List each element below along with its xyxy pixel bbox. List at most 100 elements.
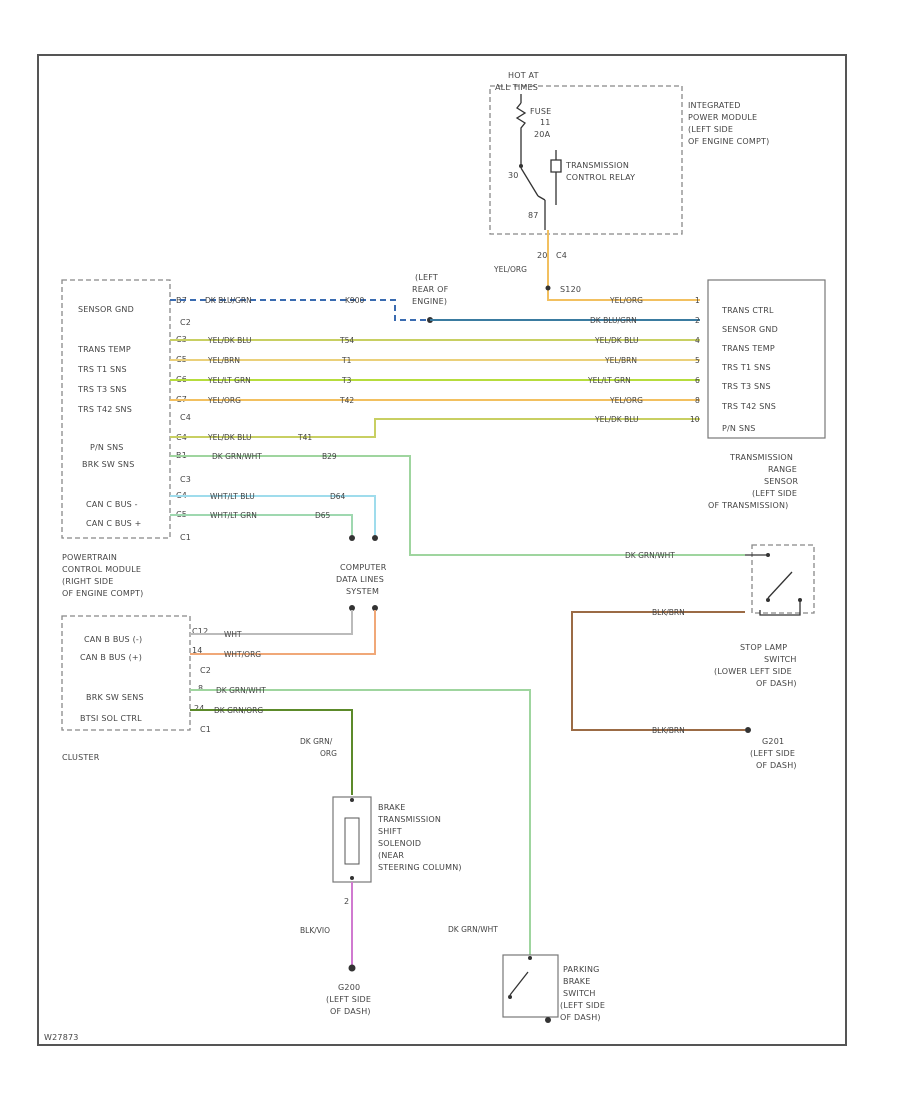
btsi-box [332, 796, 372, 883]
cluster-pin-24: 24 [194, 704, 205, 713]
fuse-amps: 20A [534, 130, 551, 139]
trs-name-2: RANGE [768, 465, 797, 474]
ipm-name-2: POWER MODULE [688, 113, 757, 122]
fuse-label: FUSE [530, 107, 551, 116]
wire-label-d65: D65 [315, 511, 331, 520]
wire-label-wht: WHT [224, 630, 242, 639]
stoplamp-name-3: (LOWER LEFT SIDE [714, 667, 792, 676]
trs-pin-2: 2 [695, 316, 700, 325]
wire-brk-sw-sens-cluster [190, 689, 531, 955]
wire-stoplamp-gnd [571, 611, 745, 731]
btsi-coil [344, 817, 360, 865]
trs-pin-4: 4 [695, 336, 700, 345]
pcm-label-trs-t1: TRS T1 SNS [77, 365, 127, 374]
parking-name-5: OF DASH) [560, 1013, 601, 1022]
engine-ground-3: ENGINE) [412, 297, 447, 306]
cluster-pin-8: 8 [198, 684, 203, 693]
wire-btsi-ctrl [190, 709, 353, 795]
trs-wire-6: YEL/ORG [609, 396, 643, 405]
cluster-label-can-b-plus: CAN B BUS (+) [80, 653, 142, 662]
trs-pin-10: 10 [690, 415, 700, 424]
relay-pin-30: 30 [508, 171, 519, 180]
pcm-label-can-c-plus: CAN C BUS + [86, 519, 142, 528]
wire-label-wht-org: WHT/ORG [224, 650, 261, 659]
g201-ground-point [745, 727, 751, 733]
btsi-wire-label-2: ORG [320, 749, 337, 758]
cluster-name: CLUSTER [62, 753, 100, 762]
hot-at-label: HOT AT [508, 71, 539, 80]
pcm-name-3: (RIGHT SIDE [62, 577, 114, 586]
pcm-conn-c1: C1 [180, 533, 191, 542]
all-times-label: ALL TIMES [495, 83, 538, 92]
btsi-name-1: BRAKE [378, 803, 406, 812]
cluster-label-btsi: BTSI SOL CTRL [80, 714, 142, 723]
wire-label-b29: B29 [322, 452, 337, 461]
trs-pin-5: 5 [695, 356, 700, 365]
wire-label-t41-color: YEL/DK BLU [207, 433, 252, 442]
pcm-label-brk-sw-sns: BRK SW SNS [82, 460, 135, 469]
wire-label-b29-color: DK GRN/WHT [212, 452, 262, 461]
wire-brk-sw-sns [170, 455, 745, 556]
engine-ground-1: (LEFT [415, 273, 438, 282]
trs-wire-1: YEL/ORG [609, 296, 643, 305]
parking-name-2: BRAKE [563, 977, 591, 986]
wire-can-c-minus [170, 495, 376, 535]
btsi-pin-2: 2 [344, 897, 349, 906]
parking-wire-label: DK GRN/WHT [448, 925, 498, 934]
wire-label-t54-color: YEL/DK BLU [207, 336, 252, 345]
wire-label-dk-grn-org: DK GRN/ORG [214, 706, 263, 715]
cluster-conn-c2: C2 [200, 666, 211, 675]
fuse-symbol [515, 102, 527, 150]
ipm-dashed-box [489, 85, 683, 235]
parking-name-1: PARKING [563, 965, 600, 974]
g200-ground-point [348, 964, 356, 972]
wire-can-b-plus [190, 610, 376, 655]
wire-label-t41: T41 [297, 433, 312, 442]
pcm-label-pn-sns: P/N SNS [90, 443, 124, 452]
g200-loc-1: (LEFT SIDE [326, 995, 371, 1004]
trs-pin-label-1: TRANS CTRL [721, 306, 774, 315]
trs-wire-5: YEL/LT GRN [587, 376, 631, 385]
wire-label-d64-color: WHT/LT BLU [210, 492, 255, 501]
trs-pin-label-3: TRANS TEMP [721, 344, 775, 353]
trs-name-4: (LEFT SIDE [752, 489, 797, 498]
diagram-frame [37, 54, 847, 1046]
btsi-wire-label-1: DK GRN/ [300, 737, 333, 746]
trs-pin-label-2: SENSOR GND [722, 325, 778, 334]
wire-can-b-minus [190, 610, 353, 635]
btsi-name-5: (NEAR [378, 851, 404, 860]
ipm-name-1: INTEGRATED [688, 101, 741, 110]
wire-label-k900-color: DK BLU/GRN [205, 296, 252, 305]
relay-name-2: CONTROL RELAY [566, 173, 635, 182]
g200-loc-2: OF DASH) [330, 1007, 371, 1016]
trs-pin-8: 8 [695, 396, 700, 405]
parking-name-4: (LEFT SIDE [560, 1001, 605, 1010]
trs-pin-label-5: TRS T3 SNS [721, 382, 771, 391]
wire-label-d65-color: WHT/LT GRN [210, 511, 257, 520]
btsi-name-6: STEERING COLUMN) [378, 863, 462, 872]
relay-out-wire: YEL/ORG [493, 265, 527, 274]
relay-contact [520, 167, 539, 197]
diagram-code: W27873 [44, 1033, 79, 1042]
stoplamp-wire-out: BLK/BRN [652, 608, 685, 617]
g201-loc-1: (LEFT SIDE [750, 749, 795, 758]
cluster-pin-14: 14 [192, 646, 203, 655]
stoplamp-wire-gnd: BLK/BRN [652, 726, 685, 735]
relay-pin-87: 87 [528, 211, 539, 220]
parking-box [502, 954, 559, 1018]
trs-wire-7: YEL/DK BLU [594, 415, 639, 424]
trs-wire-3: YEL/DK BLU [594, 336, 639, 345]
pcm-conn-c3: C3 [180, 475, 191, 484]
trs-name-3: SENSOR [764, 477, 798, 486]
relay-coil [550, 150, 562, 205]
wire-pn-sns [170, 418, 700, 438]
cluster-dashed-box [61, 615, 191, 731]
wire-label-t42: T42 [339, 396, 354, 405]
cdl-line-2: DATA LINES [336, 575, 384, 584]
relay-name-1: TRANSMISSION [565, 161, 629, 170]
wire-sensor-gnd-pcm [170, 299, 430, 321]
wire-label-k900: K900 [345, 296, 364, 305]
parking-contact [509, 971, 529, 996]
trs-wire-4: YEL/BRN [604, 356, 637, 365]
